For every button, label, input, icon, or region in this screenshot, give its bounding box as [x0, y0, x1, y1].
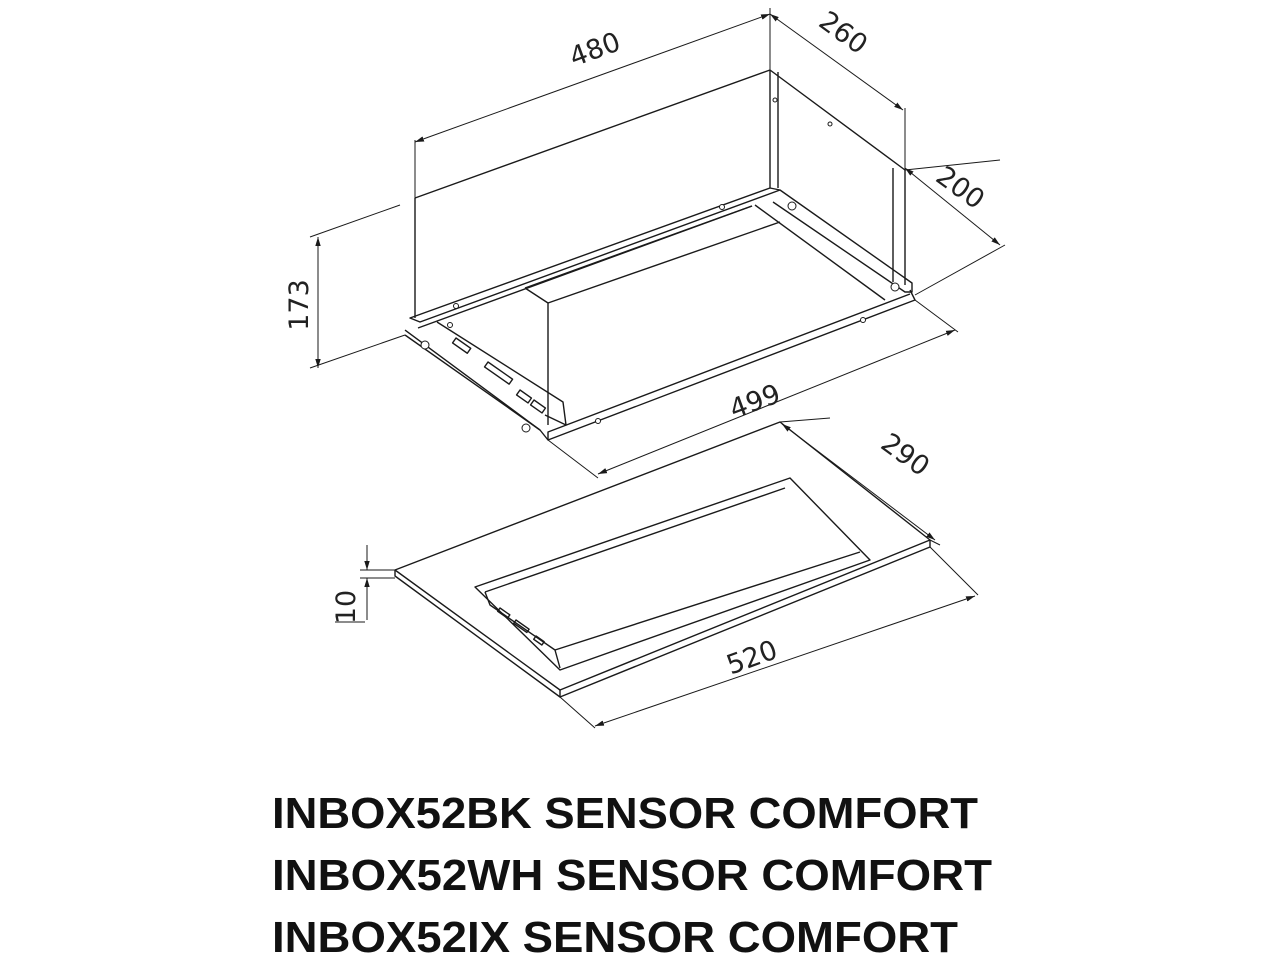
glass-panel	[394, 421, 931, 698]
dim-290: 290	[875, 427, 935, 482]
dimension-lines	[309, 8, 1006, 729]
hood-housing	[404, 69, 916, 441]
dim-200: 200	[930, 160, 990, 215]
model-name-bk: INBOX52BK SENSOR COMFORT	[272, 789, 978, 838]
dim-10: 10	[331, 590, 362, 624]
model-name-ix: INBOX52IX SENSOR COMFORT	[272, 913, 958, 960]
dim-173: 173	[284, 279, 315, 331]
dim-260: 260	[813, 5, 873, 60]
dim-499: 499	[726, 379, 785, 426]
dim-480: 480	[566, 27, 625, 74]
model-name-wh: INBOX52WH SENSOR COMFORT	[272, 851, 992, 900]
dim-520: 520	[723, 635, 782, 682]
